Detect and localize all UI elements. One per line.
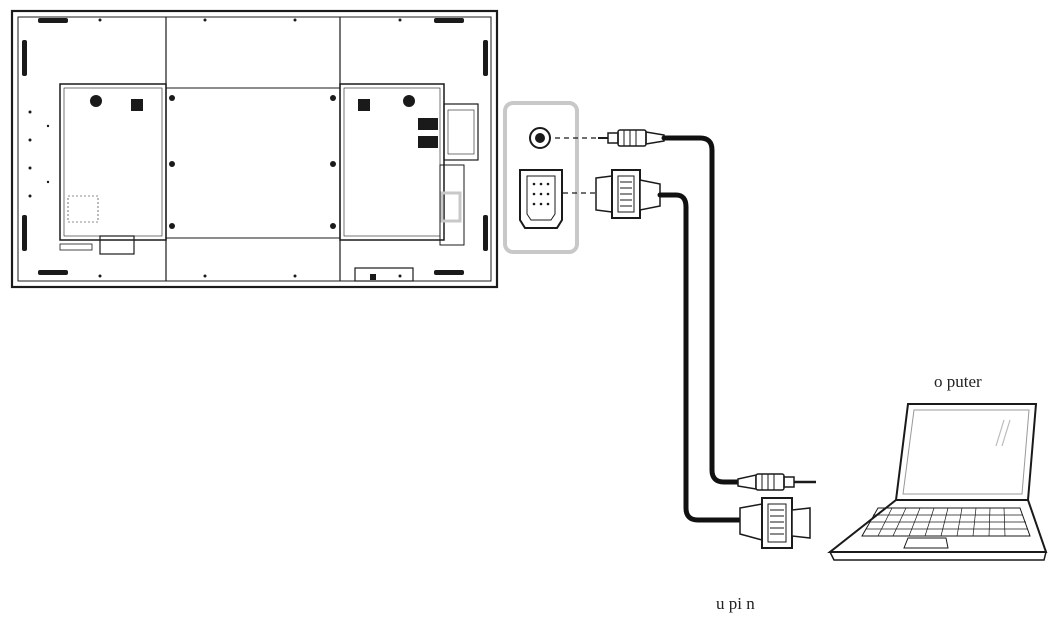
port-location-marker [440, 191, 462, 223]
laptop-icon [827, 403, 1048, 561]
leader-lines [555, 137, 598, 194]
panel-handles [22, 18, 488, 275]
audio-jack-icon [529, 127, 551, 149]
audio-plug-icon [737, 473, 816, 491]
cables [657, 135, 743, 523]
audio-plug-icon [598, 129, 665, 147]
vga-port-icon [519, 169, 563, 229]
vga-connector-icon [595, 169, 661, 219]
cable-caption: u pi n [716, 594, 755, 613]
vga-connector-icon [739, 497, 811, 549]
port-callout-frame [503, 101, 579, 254]
display-rear-panel [10, 9, 499, 289]
panel-details [28, 18, 438, 280]
computer-label: o puter [934, 372, 982, 391]
